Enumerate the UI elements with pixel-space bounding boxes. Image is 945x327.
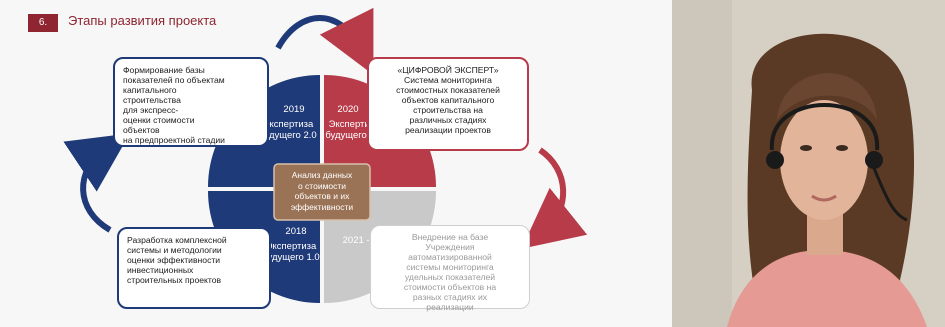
presentation-slide: 6. Этапы развития проекта 2019 Экспертиз… [0,0,672,327]
stage-box-top-left: Формирование базы показателей по объекта… [113,57,269,147]
arrow-left-icon [63,133,130,233]
webcam-feed [672,0,945,327]
project-stages-diagram [63,7,588,303]
center-analysis-text: Анализ данных о стоимости объектов и их … [290,170,354,212]
quadrant-label-2019: 2019 Экспертиза будущего 2.0 [259,104,317,141]
arrow-right-icon [521,147,588,249]
stage-box-bottom-left: Разработка комплексной системы и методол… [117,227,271,309]
quadrant-label-2018: 2018 Экспертиза будущего 1.0 [262,226,320,263]
slide-title: Этапы развития проекта [68,13,217,28]
quadrant-label-2020: 2020 Экспертиза будущего 3.0 [325,104,383,141]
quadrant-label-2021-2022: 2021 - 2022 [342,235,394,246]
webcam-person-icon [672,0,945,327]
center-analysis-box [273,163,371,221]
stage-box-bottom-right: Внедрение на базе Учреждения автоматизир… [370,225,530,312]
stage-box-top-right: «ЦИФРОВОЙ ЭКСПЕРТ» Система мониторинга с… [367,57,529,151]
slide-number-badge: 6. [28,14,58,32]
arrow-top-icon [275,7,374,75]
